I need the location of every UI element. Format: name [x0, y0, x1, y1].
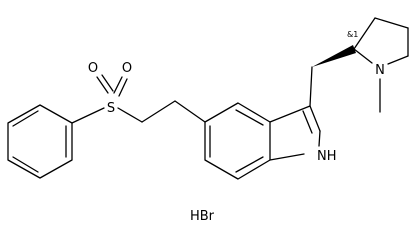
- oxygen-label-1: O: [88, 61, 98, 76]
- indole-benzene-ring: [204, 102, 271, 180]
- wedge-bond: [312, 45, 356, 67]
- structure-canvas: S O O N NH &1 HBr: [7, 17, 409, 224]
- sulfur-label: S: [107, 101, 115, 116]
- indole-nh-label: NH: [317, 149, 337, 164]
- salt-label: HBr: [190, 209, 215, 224]
- eletriptan-hbr-structure: S O O N NH &1 HBr: [7, 17, 409, 224]
- pyrrolidine-ring: [353, 17, 409, 113]
- sulfonyl-bonds: [71, 74, 143, 124]
- oxygen-label-2: O: [122, 61, 132, 76]
- methylene-linker: [309, 66, 313, 107]
- stereo-label: &1: [347, 30, 358, 39]
- indole-pyrrole-ring: [269, 105, 321, 161]
- ethyl-linker: [141, 100, 206, 123]
- phenyl-ring: [7, 104, 73, 179]
- pyrrolidine-nitrogen-label: N: [375, 63, 385, 78]
